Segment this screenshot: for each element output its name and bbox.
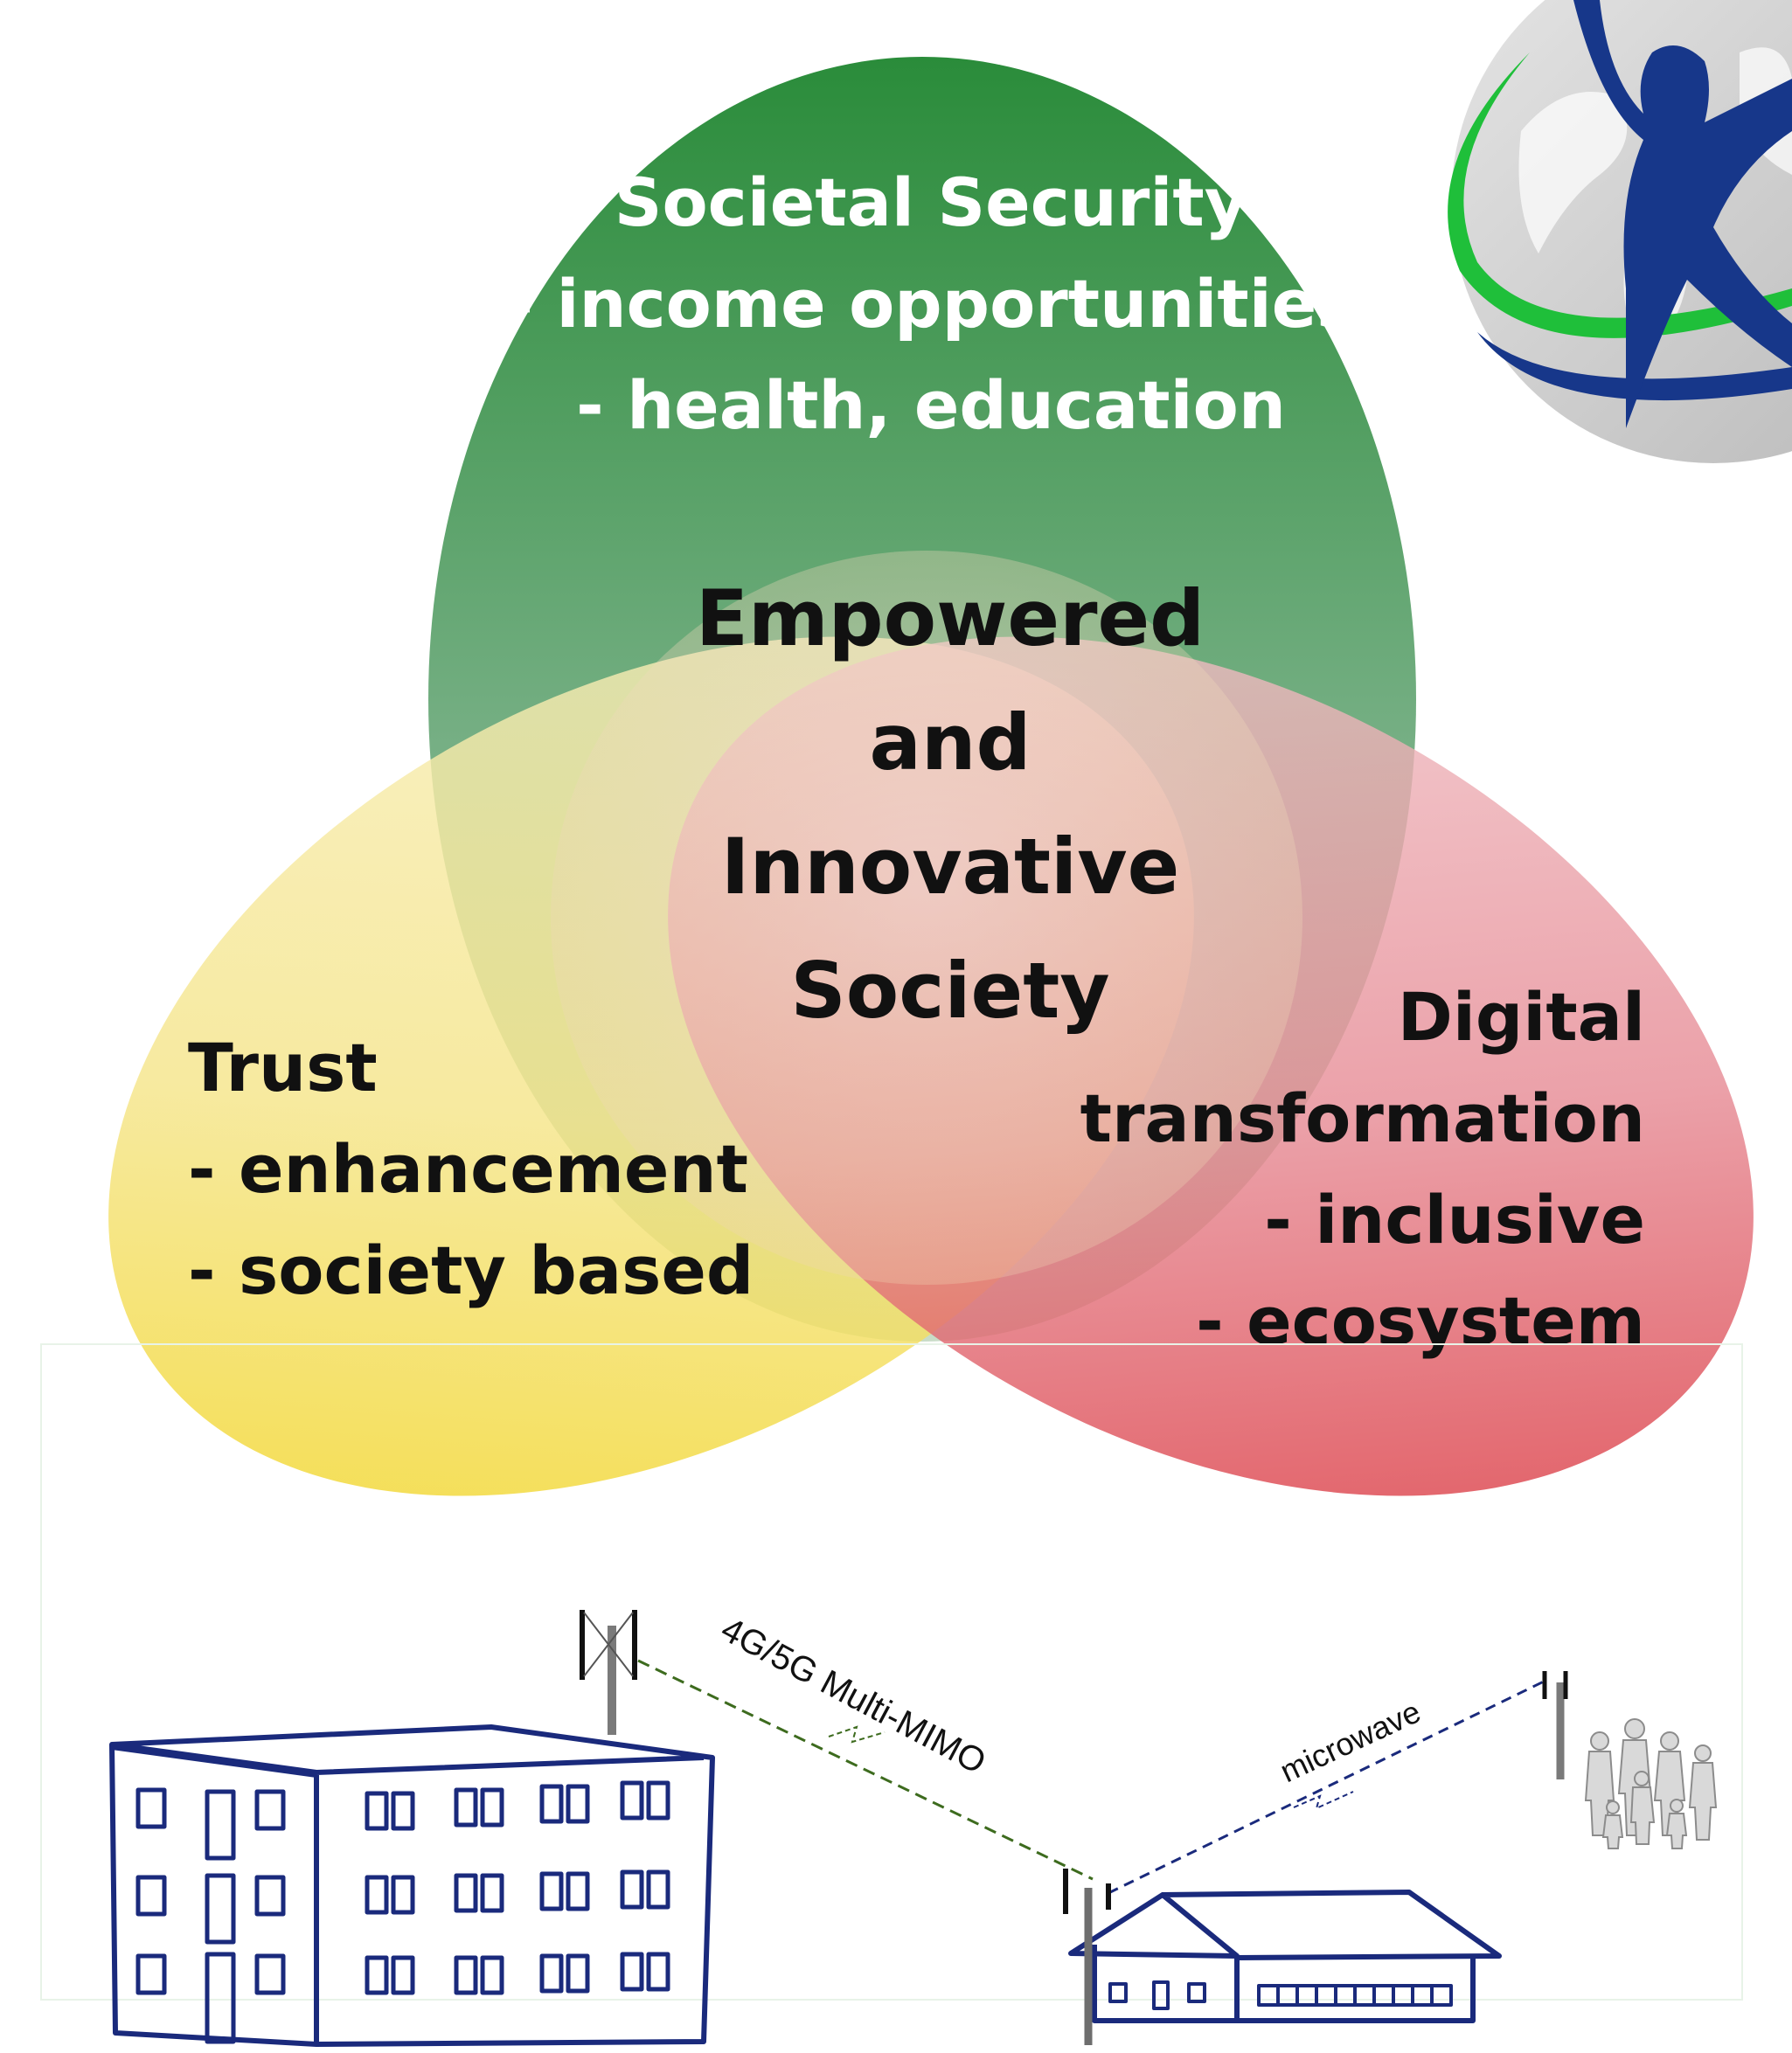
- logo-figure: [1573, 0, 1792, 428]
- digital-line-1: - inclusive: [1264, 1181, 1645, 1259]
- digital-line-2: - ecosystem: [1196, 1282, 1645, 1360]
- venn-diagram: [108, 57, 1754, 1496]
- antenna-remote: [1542, 1671, 1568, 1779]
- digital-text: Digital transformation - inclusive - eco…: [1080, 978, 1645, 1360]
- center-line-2: and: [869, 697, 1031, 787]
- trust-line-1: - enhancement: [188, 1130, 748, 1208]
- societal-security-line-1: - income opportunities: [505, 265, 1356, 343]
- logo-blue-swoosh: [1477, 332, 1792, 401]
- center-line-4: Society: [790, 946, 1109, 1036]
- small-house-walls: [1092, 1945, 1476, 2023]
- link-4g: 4G/5G Multi-MIMO: [637, 1610, 1094, 1881]
- antenna-main: [580, 1610, 637, 1735]
- societal-security-title: Societal Security: [615, 163, 1248, 241]
- people-group-icon: [1584, 1718, 1718, 1849]
- logo-continents: [1518, 47, 1792, 350]
- link-4g-label: 4G/5G Multi-MIMO: [715, 1610, 992, 1781]
- societal-security-line-2: - health, education: [576, 366, 1286, 444]
- center-text: Empowered and Innovative Society: [696, 573, 1205, 1036]
- trust-line-2: - society based: [188, 1231, 754, 1309]
- trust-title: Trust: [188, 1029, 378, 1106]
- small-house-roof: [1068, 1890, 1502, 1960]
- center-line-1: Empowered: [696, 573, 1205, 663]
- digital-title-1: Digital: [1398, 978, 1645, 1056]
- societal-security-text: Societal Security - income opportunities…: [505, 163, 1356, 444]
- antenna-house: [1063, 1869, 1111, 2045]
- trust-text: Trust - enhancement - society based: [188, 1029, 754, 1309]
- illustration-frame: [40, 1343, 1743, 2001]
- large-building-outline: [109, 1724, 715, 2047]
- center-line-3: Innovative: [721, 822, 1180, 912]
- network-illustration: 4G/5G Multi-MIMO microwave: [109, 1610, 1718, 2047]
- small-house-windows: [1108, 1980, 1453, 2010]
- large-building-windows: [135, 1780, 670, 2044]
- logo: [1448, 0, 1792, 463]
- link-microwave: microwave: [1108, 1678, 1548, 1895]
- digital-title-2: transformation: [1080, 1079, 1645, 1157]
- large-building-roof: [110, 1744, 317, 1778]
- large-building: [109, 1724, 715, 2047]
- venn-center-region: [551, 551, 1302, 1285]
- small-house: [1068, 1890, 1502, 2023]
